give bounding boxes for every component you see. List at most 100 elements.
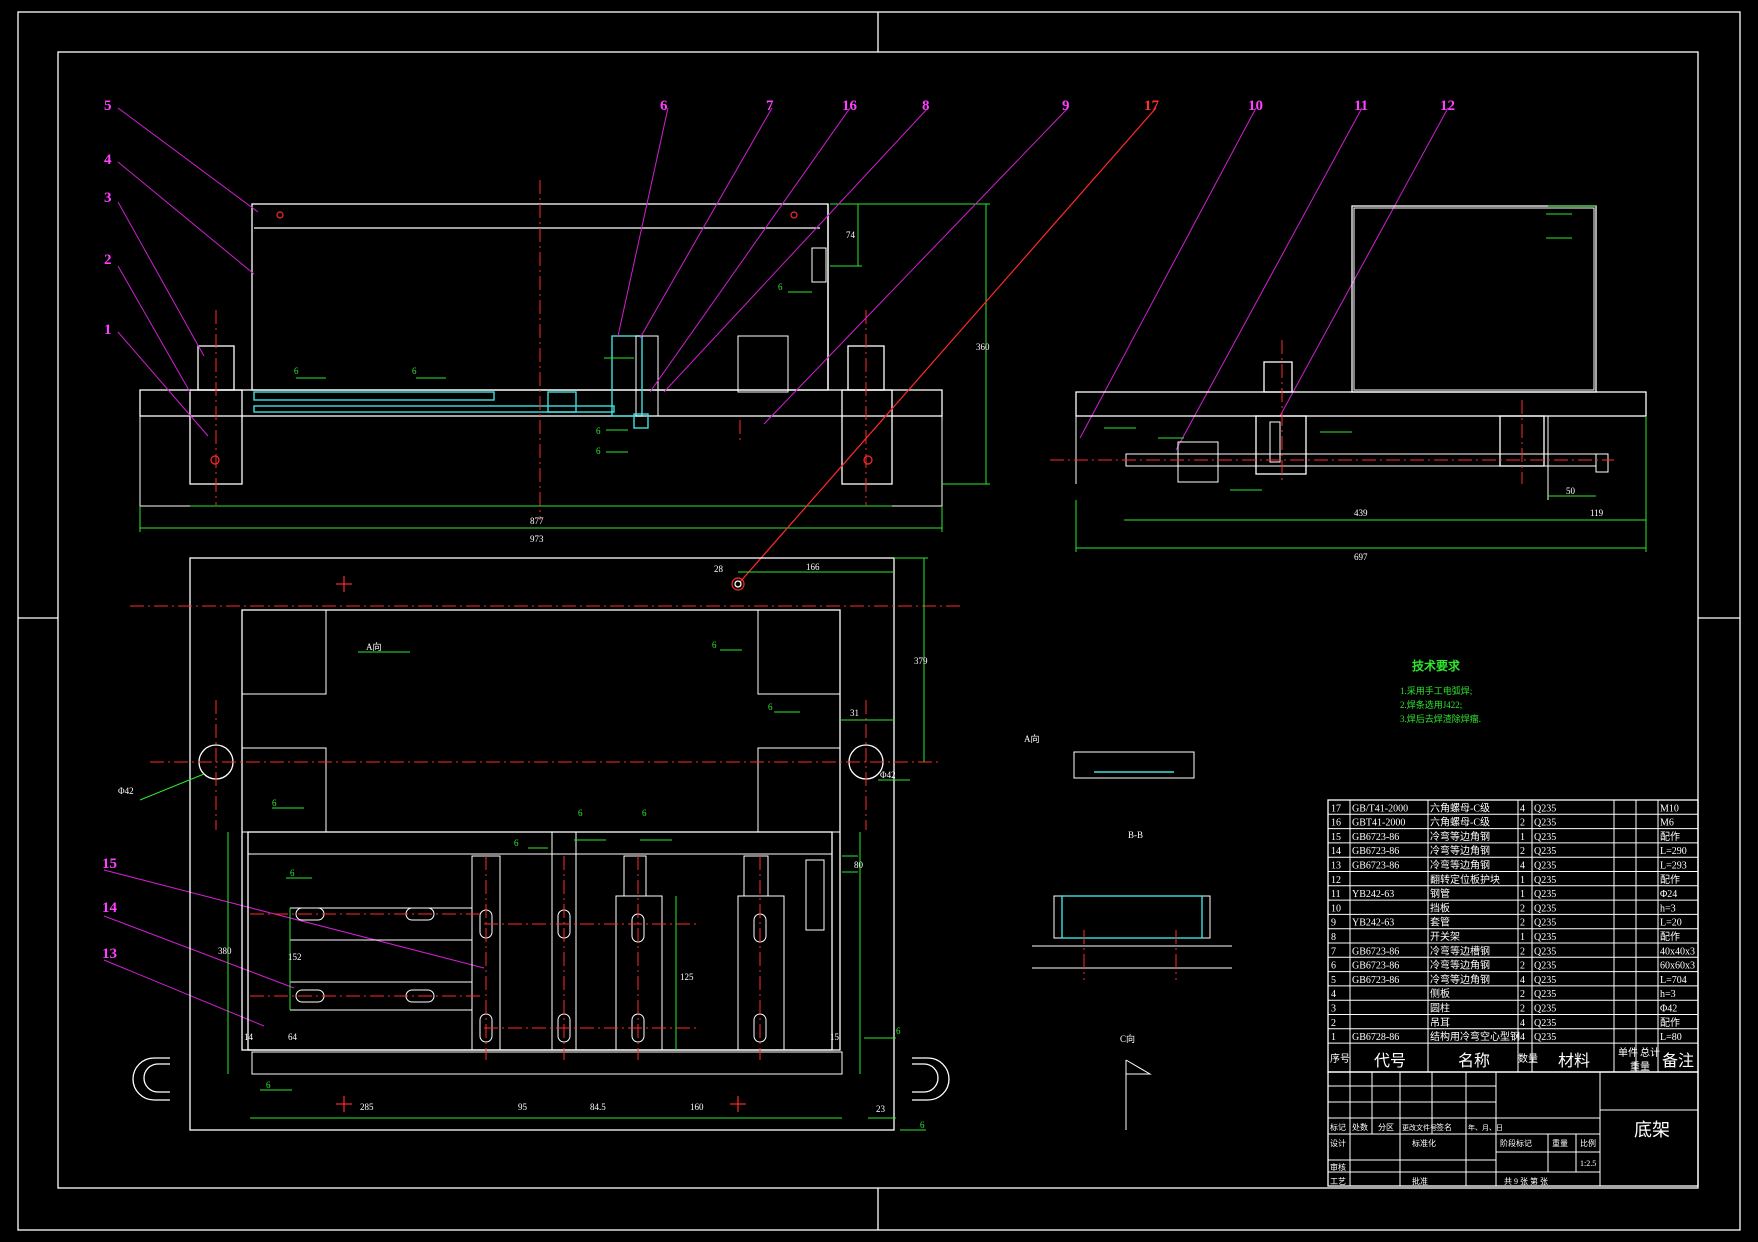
dim-plan-95: 95 bbox=[518, 1102, 528, 1112]
tech-item-3: 3.焊后去焊渣除焊瘤. bbox=[1400, 713, 1481, 724]
bom-cell-code: GB6728-86 bbox=[1352, 1032, 1399, 1043]
leader-lines bbox=[103, 107, 1449, 1027]
bom-cell-no: 8 bbox=[1331, 932, 1336, 943]
bom-cell-qty: 1 bbox=[1520, 875, 1525, 886]
dim-side-inner: 439 bbox=[1354, 508, 1368, 518]
bom-cell-note: 配作 bbox=[1660, 931, 1680, 943]
tb-date: 年、月、日 bbox=[1468, 1123, 1503, 1132]
drawing-title: 底架 bbox=[1634, 1120, 1670, 1140]
outer-frame bbox=[17, 11, 1741, 1231]
view-label-b: B-B bbox=[1128, 830, 1143, 840]
bom-cell-name: 侧板 bbox=[1430, 987, 1450, 1000]
bom-cell-qty: 2 bbox=[1520, 946, 1525, 957]
view-label-a: A向 bbox=[1024, 733, 1040, 744]
bom-cell-no: 2 bbox=[1331, 1018, 1336, 1029]
bom-cell-no: 17 bbox=[1331, 803, 1341, 814]
tb-ratio: 比例 bbox=[1580, 1138, 1596, 1148]
tb-sheet-info: 共 9 张 第 张 bbox=[1504, 1176, 1548, 1186]
bom-cell-mat: Q235 bbox=[1534, 861, 1556, 872]
dim-plan-379: 379 bbox=[914, 656, 928, 666]
bom-cell-code: GB6723-86 bbox=[1352, 961, 1399, 972]
bom-cell-qty: 1 bbox=[1520, 832, 1525, 843]
side-view: 439 697 119 50 bbox=[1050, 205, 1647, 562]
bom-cell-note: L=293 bbox=[1660, 861, 1687, 872]
leader-17 bbox=[739, 107, 1157, 583]
bom-cell-note: 配作 bbox=[1660, 1017, 1680, 1029]
dim-plan-285: 285 bbox=[360, 1102, 374, 1112]
dim-plan-hole-right: Φ42 bbox=[880, 770, 896, 780]
bom-cell-name: 冷弯等边角钢 bbox=[1430, 959, 1490, 972]
bom-cell-qty: 2 bbox=[1520, 818, 1525, 829]
bom-cell-qty: 1 bbox=[1520, 889, 1525, 900]
dim-front-overall: 973 bbox=[530, 534, 544, 544]
inner-frame bbox=[57, 51, 1699, 1189]
dim-side-right: 119 bbox=[1590, 508, 1604, 518]
bom-header-qty: 数量 bbox=[1518, 1052, 1538, 1065]
bom-cell-name: 冷弯等边角钢 bbox=[1430, 830, 1490, 843]
callout-1: 1 bbox=[104, 322, 112, 338]
bom-cell-note: L=80 bbox=[1660, 1032, 1682, 1043]
dim-plan-23: 23 bbox=[876, 1104, 886, 1114]
callout-labels: 1 2 3 4 5 6 7 16 8 9 17 10 11 12 15 14 1… bbox=[102, 98, 1455, 962]
dim-plan-14a: 14 bbox=[244, 1032, 254, 1042]
bom-cell-code: YB242-63 bbox=[1352, 889, 1394, 900]
callout-5: 5 bbox=[104, 98, 112, 114]
bom-cell-no: 1 bbox=[1331, 1032, 1336, 1043]
bom-cell-mat: Q235 bbox=[1534, 1004, 1556, 1015]
tb-count: 处数 bbox=[1352, 1122, 1368, 1132]
bom-header-weight: 重量 bbox=[1630, 1060, 1650, 1073]
weld-symbol: 6 bbox=[920, 1120, 925, 1130]
callout-14: 14 bbox=[102, 900, 118, 916]
bom-cell-note: 配作 bbox=[1660, 831, 1680, 843]
dim-side-50: 50 bbox=[1566, 486, 1576, 496]
bom-cell-mat: Q235 bbox=[1534, 975, 1556, 986]
dim-side-overall: 697 bbox=[1354, 552, 1368, 562]
bom-cell-qty: 4 bbox=[1520, 861, 1525, 872]
bom-cell-no: 13 bbox=[1331, 861, 1341, 872]
bom-cell-qty: 4 bbox=[1520, 803, 1525, 814]
tb-signature: 签名 bbox=[1436, 1122, 1452, 1132]
bom-cell-note: 60x60x3 bbox=[1660, 961, 1695, 972]
bom-cell-name: 六角螺母-C级 bbox=[1430, 817, 1490, 829]
bom-cell-note: Φ24 bbox=[1660, 889, 1677, 900]
bom-cell-mat: Q235 bbox=[1534, 832, 1556, 843]
callout-3: 3 bbox=[104, 190, 112, 206]
tb-zone: 分区 bbox=[1378, 1123, 1394, 1132]
bom-cell-qty: 4 bbox=[1520, 1018, 1525, 1029]
bom-cell-name: 挡板 bbox=[1430, 901, 1450, 914]
bom-cell-mat: Q235 bbox=[1534, 1018, 1556, 1029]
dim-plan-160: 160 bbox=[690, 1102, 704, 1112]
bom-cell-code: YB242-63 bbox=[1352, 918, 1394, 929]
bom-cell-no: 7 bbox=[1331, 946, 1336, 957]
bom-cell-note: Φ42 bbox=[1660, 1004, 1677, 1015]
dim-plan-15: 15 bbox=[830, 1032, 840, 1042]
bom-header-single: 单件 bbox=[1618, 1047, 1638, 1059]
bom-cell-name: 六角螺母-C级 bbox=[1430, 802, 1490, 814]
bom-cell-name: 开关架 bbox=[1430, 930, 1460, 943]
dim-plan-84-5: 84.5 bbox=[590, 1102, 606, 1112]
tb-design: 设计 bbox=[1330, 1138, 1346, 1148]
tb-weight: 重量 bbox=[1552, 1138, 1568, 1148]
callout-17: 17 bbox=[1144, 98, 1160, 114]
bom-header-material: 材料 bbox=[1558, 1052, 1590, 1070]
callout-11: 11 bbox=[1354, 98, 1368, 114]
tech-item-1: 1.采用手工电弧焊; bbox=[1400, 685, 1472, 696]
bom-cell-code: GBT41-2000 bbox=[1352, 818, 1405, 829]
bom-cell-name: 冷弯等边角钢 bbox=[1430, 859, 1490, 872]
bom-cell-no: 12 bbox=[1331, 875, 1341, 886]
tb-approve: 批准 bbox=[1412, 1176, 1428, 1186]
bom-cell-qty: 2 bbox=[1520, 846, 1525, 857]
dim-plan-28: 28 bbox=[714, 564, 724, 574]
tb-process: 工艺 bbox=[1330, 1177, 1346, 1186]
technical-requirements: 技术要求 1.采用手工电弧焊; 2.焊条选用J422; 3.焊后去焊渣除焊瘤. bbox=[1400, 658, 1481, 724]
bom-cell-note: M10 bbox=[1660, 803, 1679, 814]
bom-cell-no: 15 bbox=[1331, 832, 1341, 843]
weld-symbol: 6 bbox=[514, 838, 519, 848]
bom-cell-mat: Q235 bbox=[1534, 961, 1556, 972]
bom-cell-qty: 2 bbox=[1520, 903, 1525, 914]
bom-cell-mat: Q235 bbox=[1534, 932, 1556, 943]
weld-symbol: 6 bbox=[294, 366, 299, 376]
bom-cell-name: 吊耳 bbox=[1430, 1017, 1450, 1029]
bom-cell-code: GB/T41-2000 bbox=[1352, 803, 1408, 814]
